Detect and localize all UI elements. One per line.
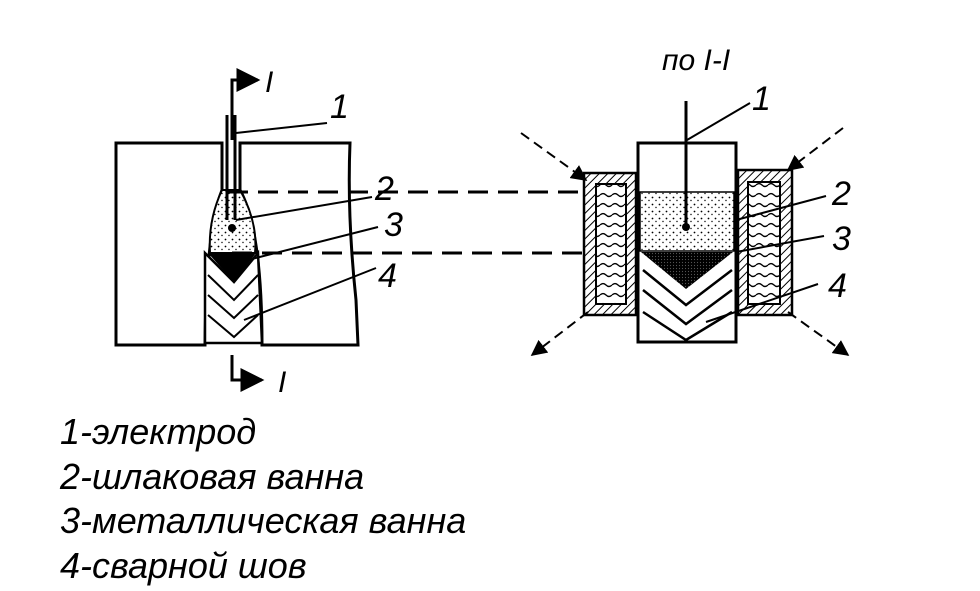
coolant-flow-arrows bbox=[520, 127, 850, 356]
callout-2-right: 2 bbox=[831, 175, 851, 213]
callout-1-left: 1 bbox=[330, 88, 349, 126]
left-electrode bbox=[225, 115, 237, 232]
callout-4-left: 4 bbox=[378, 257, 397, 295]
left-cooling-shoe bbox=[582, 171, 638, 317]
legend-item-weld-seam: 4-сварной шов bbox=[60, 544, 307, 586]
callout-2-left: 2 bbox=[374, 170, 394, 208]
section-metal-pool bbox=[641, 252, 733, 289]
section-mark-top-label: I bbox=[265, 66, 273, 99]
callout-3-right: 3 bbox=[832, 220, 851, 258]
legend: 1-электрод 2-шлаковая ванна 3-металличес… bbox=[60, 410, 466, 588]
callout-4-right: 4 bbox=[828, 267, 847, 305]
left-weld-seam bbox=[203, 249, 264, 345]
section-electrode bbox=[682, 101, 690, 231]
right-view bbox=[520, 101, 850, 356]
legend-item-slag-pool: 2-шлаковая ванна bbox=[60, 455, 365, 497]
section-mark-bottom-label: I bbox=[278, 366, 286, 399]
projection-lines bbox=[228, 190, 588, 255]
section-marker-bottom bbox=[230, 355, 265, 392]
section-title: по I-I bbox=[662, 44, 730, 77]
section-marker-top bbox=[230, 68, 261, 140]
legend-item-electrode: 1-электрод bbox=[60, 411, 257, 452]
callout-1-right: 1 bbox=[752, 80, 771, 118]
callout-3-left: 3 bbox=[384, 206, 403, 244]
section-weld-seam bbox=[642, 269, 733, 342]
legend-item-metal-pool: 3-металлическая ванна bbox=[60, 500, 467, 541]
